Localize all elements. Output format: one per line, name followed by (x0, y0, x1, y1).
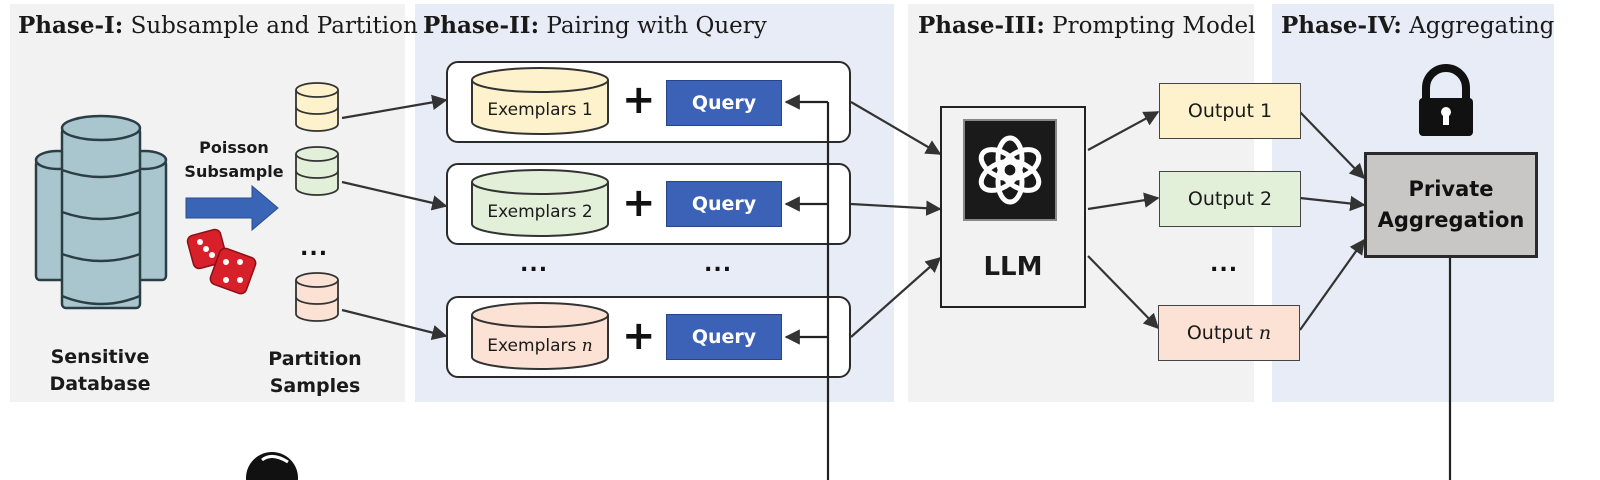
phase-4-desc: Aggregating (1401, 13, 1555, 39)
arrow-pairn-llm (850, 256, 942, 338)
exemplars-label-n-var: n (581, 336, 593, 356)
output-box-n: Output n (1158, 305, 1300, 361)
partition-cylinder-2 (295, 146, 339, 196)
phase-4-title: Phase-IV: Aggregating (1281, 12, 1554, 39)
phase-1-desc: Subsample and Partition (123, 13, 418, 39)
exemplars-label-n: Exemplars n (472, 336, 608, 356)
phase-3-title: Phase-III: Prompting Model (918, 12, 1256, 39)
database-label-line2: Database (49, 372, 151, 395)
phase-2-name: Phase-II: (423, 12, 540, 39)
phase-2-desc: Pairing with Query (539, 13, 767, 39)
llm-logo-icon (963, 119, 1057, 221)
exemplars-label-2: Exemplars 2 (487, 202, 593, 222)
partition-ellipsis: ... (300, 236, 329, 261)
database-label-line1: Sensitive (50, 346, 150, 368)
arrow-outputn-agg (1299, 238, 1365, 331)
output-box-2: Output 2 (1159, 171, 1301, 227)
subsample-label: Poisson Subsample (180, 136, 288, 184)
output-box-n-var: n (1258, 322, 1272, 344)
llm-label: LLM (983, 252, 1043, 282)
aggregation-line2: Aggregation (1377, 208, 1525, 232)
plus-1: + (622, 77, 656, 123)
output-ellipsis: ... (1210, 252, 1239, 277)
plus-n: + (622, 313, 656, 359)
lock-icon (1419, 64, 1473, 136)
llm-box (940, 106, 1086, 308)
arrow-llm-output1 (1087, 111, 1160, 151)
arrow-partition-2 (341, 180, 448, 211)
phase2-ellipsis-exemplars: ... (520, 252, 549, 277)
arrow-llm-outputn (1087, 255, 1160, 330)
exemplars-label-n-text: Exemplars (487, 336, 577, 356)
dice-icon (186, 228, 257, 295)
subsample-line2: Subsample (184, 162, 284, 181)
partition-label-line1: Partition (268, 348, 362, 370)
query-box-1: Query (666, 80, 782, 126)
aggregation-line1: Private (1408, 176, 1494, 201)
exemplars-cylinder-2 (471, 169, 609, 237)
exemplars-cylinder-n (471, 302, 609, 370)
arrow-partition-1 (341, 94, 448, 120)
phase-1-name: Phase-I: (18, 12, 124, 39)
exemplars-cylinder-1 (471, 67, 609, 135)
arrow-pair1-llm (850, 101, 942, 155)
arrow-pair2-llm (850, 200, 942, 216)
phase-3-desc: Prompting Model (1044, 13, 1256, 39)
user-icon (246, 452, 298, 480)
partition-label: Partition Samples (250, 346, 380, 399)
arrow-partition-n (341, 308, 448, 341)
database-label: Sensitive Database (30, 344, 170, 397)
arrow-output2-agg (1299, 195, 1366, 212)
exemplars-label-1: Exemplars 1 (487, 100, 593, 120)
phase-3-name: Phase-III: (918, 12, 1045, 39)
database-icon (34, 114, 168, 310)
query-box-n: Query (666, 314, 782, 360)
private-aggregation-box: Private Aggregation (1364, 152, 1538, 258)
phase2-ellipsis-query: ... (704, 252, 733, 277)
phase-4-name: Phase-IV: (1281, 12, 1402, 39)
subsample-line1: Poisson (199, 138, 269, 157)
query-box-2: Query (666, 181, 782, 227)
partition-label-line2: Samples (269, 374, 361, 397)
arrow-llm-output2 (1087, 192, 1160, 211)
partition-cylinder-n (295, 272, 339, 322)
arrow-output1-agg (1299, 111, 1366, 180)
plus-2: + (622, 180, 656, 226)
phase-1-title: Phase-I: Subsample and Partition (18, 12, 418, 39)
output-box-1: Output 1 (1159, 83, 1301, 139)
output-box-n-text: Output (1186, 322, 1253, 344)
subsample-arrow (185, 184, 279, 232)
phase-2-title: Phase-II: Pairing with Query (423, 12, 767, 39)
partition-cylinder-1 (295, 82, 339, 132)
